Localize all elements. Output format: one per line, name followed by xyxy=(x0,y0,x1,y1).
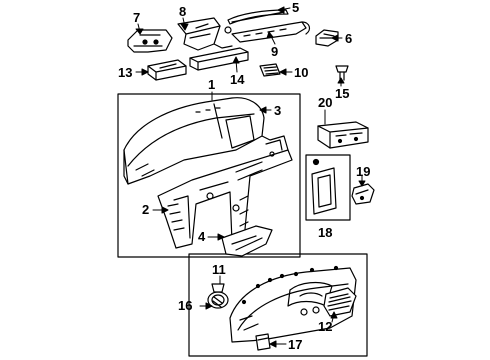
bezel-box xyxy=(305,154,351,221)
callout-16: 16 xyxy=(178,298,193,313)
part-16-trim-panel xyxy=(229,265,357,343)
part-20-control-unit xyxy=(317,121,369,149)
part-12-side-vent xyxy=(323,287,357,317)
callout-9: 9 xyxy=(271,44,279,59)
callout-5: 5 xyxy=(292,0,300,15)
leader-lines xyxy=(135,6,366,348)
part-8-duct xyxy=(177,17,233,51)
part-10-vent xyxy=(259,63,281,77)
callout-12: 12 xyxy=(318,319,333,334)
callout-10: 10 xyxy=(294,65,309,80)
callout-17: 17 xyxy=(288,337,303,352)
part-13-side-duct xyxy=(147,59,187,81)
part-9-defroster-duct xyxy=(231,21,311,43)
part-17-knob xyxy=(255,333,271,351)
dashboard-assembly-box xyxy=(117,93,301,258)
callout-3: 3 xyxy=(274,103,282,118)
callout-13: 13 xyxy=(118,65,133,80)
callout-1: 1 xyxy=(208,77,216,92)
part-1-support-frame xyxy=(157,135,293,249)
part-11-round-vent xyxy=(207,283,229,309)
callout-11: 11 xyxy=(212,262,226,277)
part-4-lower-panel xyxy=(221,225,273,257)
callout-7: 7 xyxy=(133,10,141,25)
callout-15: 15 xyxy=(335,86,350,101)
part-18-bezel xyxy=(311,158,337,215)
part-19-bracket xyxy=(351,183,375,205)
part-5-defroster-tube xyxy=(227,9,289,25)
callout-18: 18 xyxy=(318,225,333,240)
callout-8: 8 xyxy=(179,4,187,19)
callout-19: 19 xyxy=(356,164,371,179)
trim-panel-box xyxy=(188,253,368,357)
part-7-vent-housing xyxy=(127,29,173,53)
callout-6: 6 xyxy=(345,31,353,46)
part-14-center-duct xyxy=(189,47,249,71)
callout-20: 20 xyxy=(318,95,333,110)
callout-14: 14 xyxy=(230,72,245,87)
callout-2: 2 xyxy=(142,202,150,217)
callout-4: 4 xyxy=(198,229,206,244)
part-15-clip xyxy=(335,65,349,81)
